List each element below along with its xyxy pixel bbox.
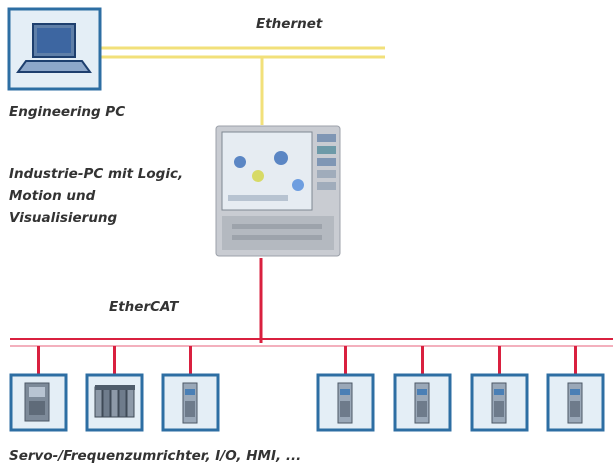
engineering-pc-label: Engineering PC bbox=[9, 104, 126, 120]
io-module-icon bbox=[94, 385, 135, 418]
industrial-pc-label-line-2: Motion und bbox=[9, 188, 96, 204]
industrial-pc-icon bbox=[215, 125, 341, 257]
device-box bbox=[85, 373, 144, 432]
ethernet-label: Ethernet bbox=[256, 16, 323, 32]
device-box bbox=[393, 373, 452, 432]
industrial-pc-label: Industrie-PC mit Logic, Motion und Visua… bbox=[9, 163, 209, 229]
device-box bbox=[9, 373, 68, 432]
drive-module-icon bbox=[567, 382, 583, 424]
industrial-pc-label-line-3: Visualisierung bbox=[9, 210, 118, 226]
device-box bbox=[546, 373, 605, 432]
servo-drive-icon bbox=[24, 382, 50, 422]
ethercat-bus bbox=[10, 338, 613, 347]
device-box bbox=[316, 373, 375, 432]
drive-module-icon bbox=[337, 382, 353, 424]
device-box bbox=[470, 373, 529, 432]
ethernet-bus bbox=[100, 46, 385, 59]
drive-module-icon bbox=[491, 382, 507, 424]
ethercat-label: EtherCAT bbox=[109, 299, 179, 315]
laptop-icon bbox=[7, 7, 102, 91]
drive-module-icon bbox=[182, 382, 198, 424]
devices-label: Servo-/Frequenzumrichter, I/O, HMI, ... bbox=[9, 448, 302, 464]
industrial-pc-label-line-1: Industrie-PC mit Logic, bbox=[9, 166, 184, 182]
device-box bbox=[161, 373, 220, 432]
drive-module-icon bbox=[414, 382, 430, 424]
